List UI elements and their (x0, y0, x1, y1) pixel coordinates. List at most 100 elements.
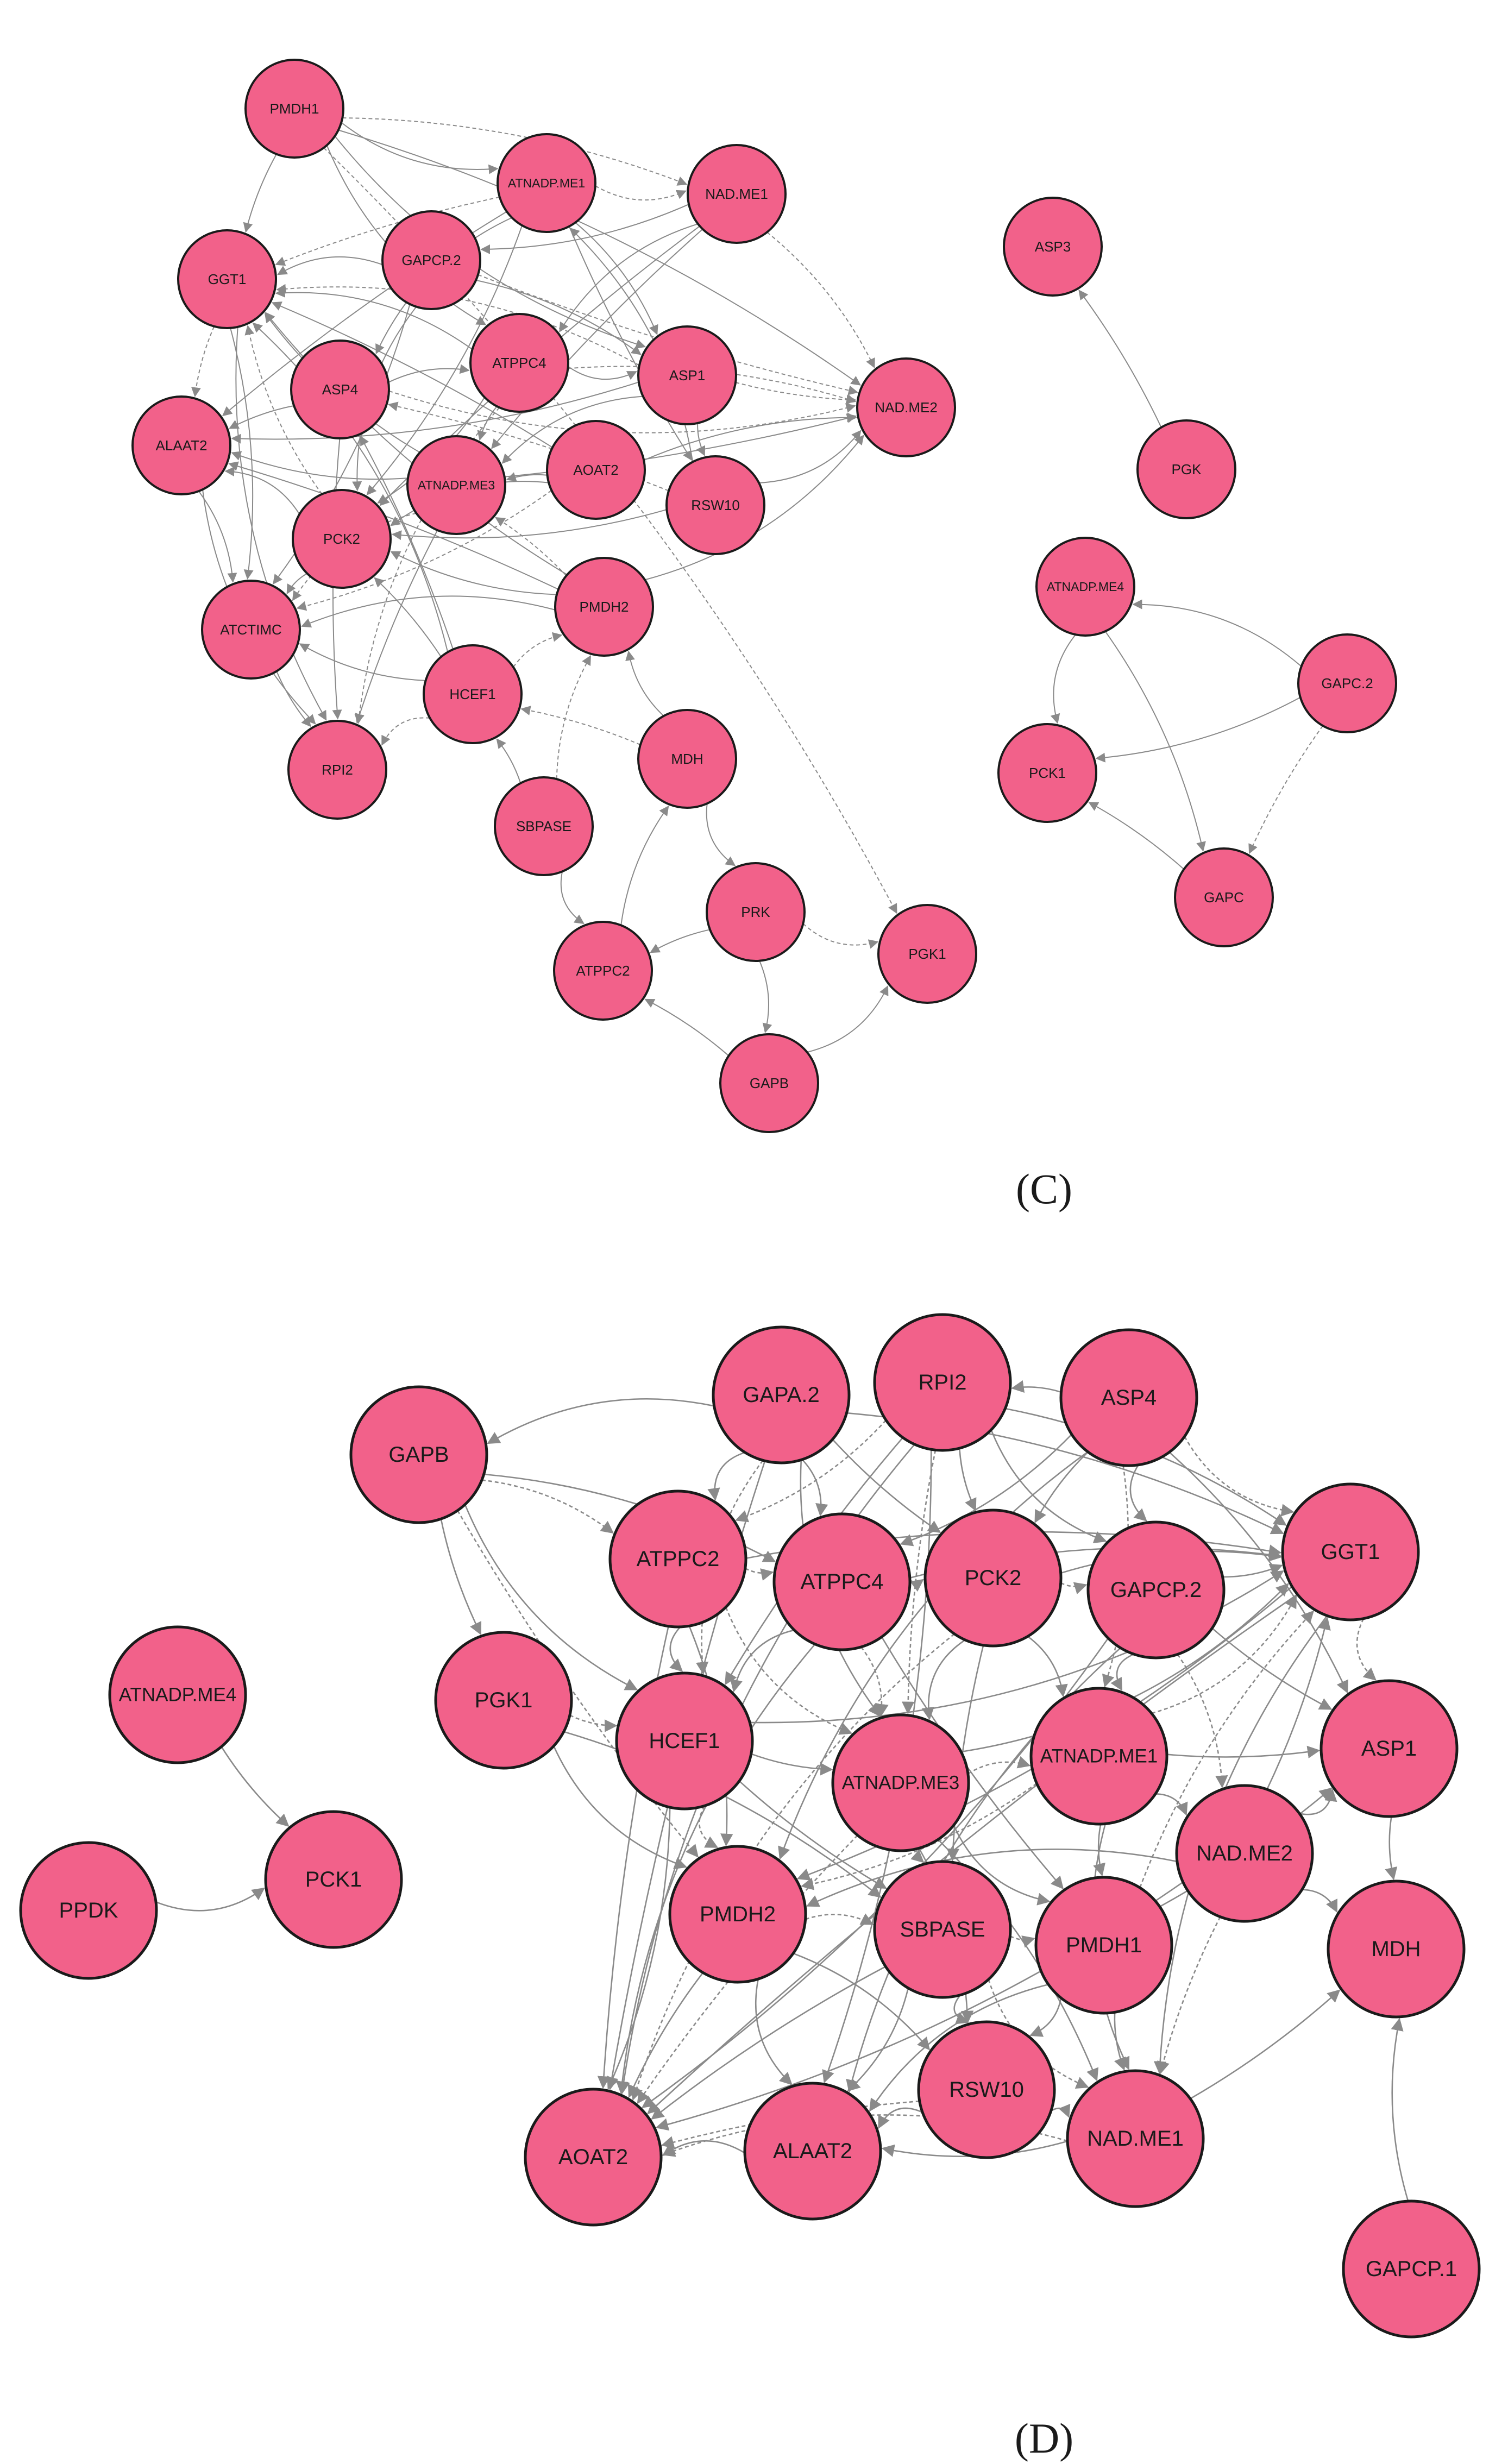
node-circle (524, 2088, 663, 2227)
node-circle (615, 1671, 754, 1811)
node-pgk: PGK (1136, 419, 1236, 519)
node-circle (873, 1313, 1012, 1452)
node-atppc4: ATPPC4 (772, 1512, 912, 1651)
edge-rpi2-to-atppc2 (735, 1419, 887, 1523)
node-label: AOAT2 (558, 2145, 628, 2169)
node-circle (831, 1713, 970, 1852)
edge-gapcp-2-to-ggt1 (1222, 1563, 1283, 1578)
edge-hcef1-to-pmdh2 (513, 632, 563, 668)
edge-gapb-to-atppc2 (644, 998, 730, 1057)
edge-ggt1-to-atctimc (230, 328, 254, 580)
edge-pmdh1-to-rsw10 (1029, 1997, 1062, 2037)
node-pck1: PCK1 (997, 723, 1097, 823)
edge-asp4-to-gapcp-2 (1129, 1464, 1147, 1522)
edge-gapa-2-to-gapb (487, 1398, 714, 1444)
edge-mdh-to-hcef1 (520, 706, 641, 745)
node-label: ATCTIMC (220, 621, 282, 638)
edge-gapb-to-hcef1 (464, 1504, 638, 1690)
edge-asp4-to-pck2 (1034, 1451, 1089, 1523)
node-gapb: GAPB (349, 1385, 488, 1524)
edge-aoat2-to-ggt1 (271, 301, 553, 448)
node-prk: PRK (706, 862, 806, 962)
edge-gapcp-2-to-atnadp-me1 (1110, 1654, 1134, 1692)
edge-hcef1-to-pck2 (374, 577, 442, 657)
node-pck2: PCK2 (923, 1508, 1063, 1648)
node-circle (1003, 197, 1103, 297)
node-rsw10: RSW10 (665, 455, 765, 555)
node-nad-me1: NAD.ME1 (1066, 2069, 1205, 2208)
node-label: GAPC.2 (1321, 675, 1373, 692)
node-label: GAPB (750, 1075, 789, 1091)
edge-gapc-2-to-gapc (1248, 725, 1323, 854)
edge-pmdh1-to-atnadp-me1 (341, 122, 499, 174)
edge-gapc-2-to-pck1 (1095, 696, 1301, 763)
edge-atnadp-me3-to-aoat2 (637, 1834, 858, 2104)
node-circle (494, 776, 594, 876)
edge-sbpase-to-rsw10 (953, 1994, 969, 2025)
node-circle (877, 904, 977, 1004)
node-circle (244, 59, 344, 159)
edge-rsw10-to-pck2 (391, 509, 667, 540)
node-circle (923, 1508, 1063, 1648)
edge-alaat2-to-atctimc (198, 491, 237, 583)
edge-pck2-to-atnadp-me1 (1027, 1636, 1068, 1698)
edge-pmdh2-to-atctimc (301, 595, 556, 628)
node-label: ATNADP.ME4 (119, 1684, 237, 1706)
edge-atppc4-to-hcef1 (730, 1629, 795, 1693)
edge-atnadp-me4-to-gapc (1104, 631, 1206, 852)
edge-atnadp-me1-to-ggt1 (1151, 1595, 1297, 1714)
edge-atnadp-me1-to-asp1 (1166, 1745, 1321, 1758)
edge-aoat2-to-atnadp-me3 (506, 472, 548, 482)
edge-prk-to-gapb (759, 960, 772, 1034)
edge-pck2-to-ggt1 (244, 325, 323, 495)
edge-atnadp-me3-to-rpi2 (355, 530, 438, 724)
node-circle (917, 2020, 1056, 2159)
edge-pmdh2-to-sbpase (805, 1913, 874, 1925)
node-label: ATPPC2 (637, 1547, 720, 1571)
node-label: PCK2 (323, 531, 360, 547)
edge-pgk1-to-pmdh2 (553, 1745, 688, 1870)
edge-atnadp-me3-to-pmdh1 (953, 1825, 1051, 1906)
edge-pmdh2-to-rsw10 (793, 1952, 931, 2051)
edge-pmdh1-to-nad-me2 (338, 129, 861, 386)
edge-prk-to-pgk1 (802, 923, 879, 949)
node-ppdk: PPDK (19, 1841, 158, 1980)
node-atnadp-me4: ATNADP.ME4 (108, 1625, 247, 1764)
node-circle (19, 1841, 158, 1980)
edge-pck2-to-aoat2 (630, 1633, 955, 2101)
node-label: GGT1 (208, 271, 247, 287)
node-aoat2: AOAT2 (524, 2088, 663, 2227)
node-label: HCEF1 (449, 686, 495, 702)
node-circle (381, 210, 481, 310)
edge-atnadp-me1-to-nad-me2 (1155, 1793, 1188, 1816)
node-label: PGK1 (475, 1688, 533, 1712)
node-gapb: GAPB (719, 1033, 819, 1133)
edge-pmdh2-to-alaat2 (755, 1978, 793, 2085)
edge-nad-me1-to-mdh (1190, 1989, 1341, 2100)
edge-atnadp-me3-to-atctimc (292, 512, 417, 601)
node-sbpase: SBPASE (494, 776, 594, 876)
node-label: AOAT2 (573, 462, 618, 478)
node-circle (668, 1845, 807, 1984)
node-circle (997, 723, 1097, 823)
edge-atctimc-to-rpi2 (276, 671, 311, 727)
node-circle (1320, 1679, 1459, 1818)
edge-hcef1-to-rpi2 (381, 717, 430, 746)
edge-pgk1-to-sbpase (563, 1731, 882, 1898)
node-alaat2: ALAAT2 (131, 395, 231, 495)
node-atppc4: ATPPC4 (469, 313, 569, 413)
node-label: PGK (1172, 461, 1202, 477)
node-label: ASP4 (322, 381, 359, 398)
node-circle (1034, 1876, 1173, 2015)
edge-ggt1-to-aoat2 (647, 1593, 1298, 2115)
node-circle (1281, 1482, 1420, 1621)
node-label: RSW10 (691, 497, 740, 513)
node-label: MDH (671, 751, 703, 767)
panel-c: PMDH1ATNADP.ME1NAD.ME1GGT1GAPCP.2ASP4ATP… (131, 59, 1397, 1212)
edge-pmdh2-to-nad-me2 (644, 435, 864, 581)
node-label: GAPCP.2 (401, 252, 461, 268)
node-circle (1136, 419, 1236, 519)
node-circle (349, 1385, 488, 1524)
